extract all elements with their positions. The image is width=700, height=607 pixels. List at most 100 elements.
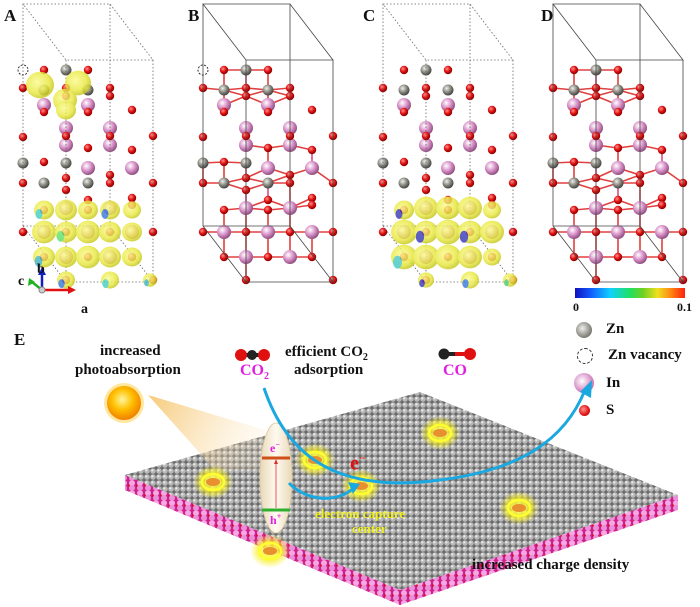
axis-label-a: a (81, 302, 88, 317)
s-atom (307, 252, 317, 262)
panel-label-e: E (14, 330, 26, 349)
co2-in-arrow (262, 387, 587, 485)
zn-atom (612, 84, 624, 96)
s-atom (39, 157, 49, 167)
unit-cell-outline (552, 3, 684, 283)
in-atom (283, 250, 297, 264)
zn-atom (612, 177, 624, 189)
in-atom (261, 225, 275, 239)
defect-site-glow (193, 465, 233, 499)
slab-right-edge (400, 495, 678, 605)
in-atom (261, 161, 275, 175)
co2-adsorption-label-line1: efficient CO2 (285, 344, 368, 363)
band-h-sup: + (276, 512, 282, 521)
s-atom (83, 143, 93, 153)
in-atom (81, 161, 95, 175)
s-atom (307, 145, 317, 155)
band-h-text: h (270, 513, 277, 527)
s-atom (198, 227, 208, 237)
s-atom (465, 131, 475, 141)
electron-sup: − (358, 451, 366, 465)
s-atom (613, 252, 623, 262)
capture-center-label-line1: electron capture (315, 506, 406, 521)
zn-atom (442, 177, 454, 189)
s-atom (657, 252, 667, 262)
axis-label-c: c (18, 274, 25, 289)
s-atom (263, 205, 273, 215)
co2-adsorption-sub: 2 (362, 352, 368, 363)
panel-label-a: A (4, 6, 17, 25)
in-atom (37, 98, 51, 112)
zn-atom-icon (576, 321, 592, 338)
s-atom (569, 205, 579, 215)
structure-panel-b (197, 3, 338, 285)
s-atom (508, 131, 518, 141)
s-atom (263, 143, 273, 153)
in-atom (305, 161, 319, 175)
co2-label: CO2 (240, 362, 269, 382)
s-atom (569, 65, 579, 75)
s-atom (487, 193, 497, 203)
zn-atom (568, 177, 580, 189)
in-atom (125, 161, 139, 175)
in-atom (655, 161, 669, 175)
in-atom (611, 98, 625, 112)
in-atom (567, 225, 581, 239)
band-electron-label: e− (270, 440, 280, 456)
structure-panel-a (17, 3, 158, 289)
s-atom (105, 170, 115, 180)
s-atom (127, 105, 137, 115)
in-atom (81, 98, 95, 112)
zn-vacancy-marker (17, 64, 29, 76)
s-atom (263, 65, 273, 75)
structure-panel-c (377, 3, 518, 289)
zn-atom (262, 177, 274, 189)
legend-label-zn-vacancy: Zn vacancy (608, 347, 682, 363)
legend-label-in: In (606, 374, 621, 391)
colorbar (575, 288, 685, 298)
panel-label-c: C (363, 6, 376, 25)
s-atom (307, 105, 317, 115)
s-atom (307, 200, 317, 210)
s-atom (613, 195, 623, 205)
zn-vacancy-marker (197, 64, 209, 76)
s-atom (219, 65, 229, 75)
charge-density-isosurfaces (391, 196, 517, 289)
zn-atom (568, 84, 580, 96)
legend-zn-vacancy: Zn vacancy (576, 347, 682, 364)
s-atom (487, 145, 497, 155)
in-atom (655, 225, 669, 239)
s-atom (613, 205, 623, 215)
zn-atom (398, 177, 410, 189)
in-atom (441, 98, 455, 112)
s-atom (219, 157, 229, 167)
in-atom (485, 161, 499, 175)
photoabsorption-label-line2: photoabsorption (75, 362, 181, 378)
s-atom (219, 252, 229, 262)
electron-text: e (350, 452, 359, 475)
s-atom (83, 107, 93, 117)
zn-atom (38, 177, 50, 189)
zn-atom (60, 64, 72, 76)
defect-site-glow (499, 491, 539, 525)
zn-atom (218, 177, 230, 189)
s-atom (421, 131, 431, 141)
s-atom (18, 227, 28, 237)
s-atom (105, 131, 115, 141)
s-atom (127, 193, 137, 203)
s-atom (421, 173, 431, 183)
s-atom (443, 107, 453, 117)
s-atom (83, 65, 93, 75)
co2-text: CO (240, 362, 264, 379)
in-atom (567, 98, 581, 112)
legend-label-s: S (606, 402, 615, 418)
in-atom (397, 98, 411, 112)
in-atom (633, 250, 647, 264)
s-atom (219, 107, 229, 117)
s-atom (263, 252, 273, 262)
s-atom (613, 107, 623, 117)
s-atom (443, 143, 453, 153)
s-atom (263, 195, 273, 205)
co2-adsorption-label-line2: adsorption (294, 362, 364, 378)
in-atom (217, 98, 231, 112)
